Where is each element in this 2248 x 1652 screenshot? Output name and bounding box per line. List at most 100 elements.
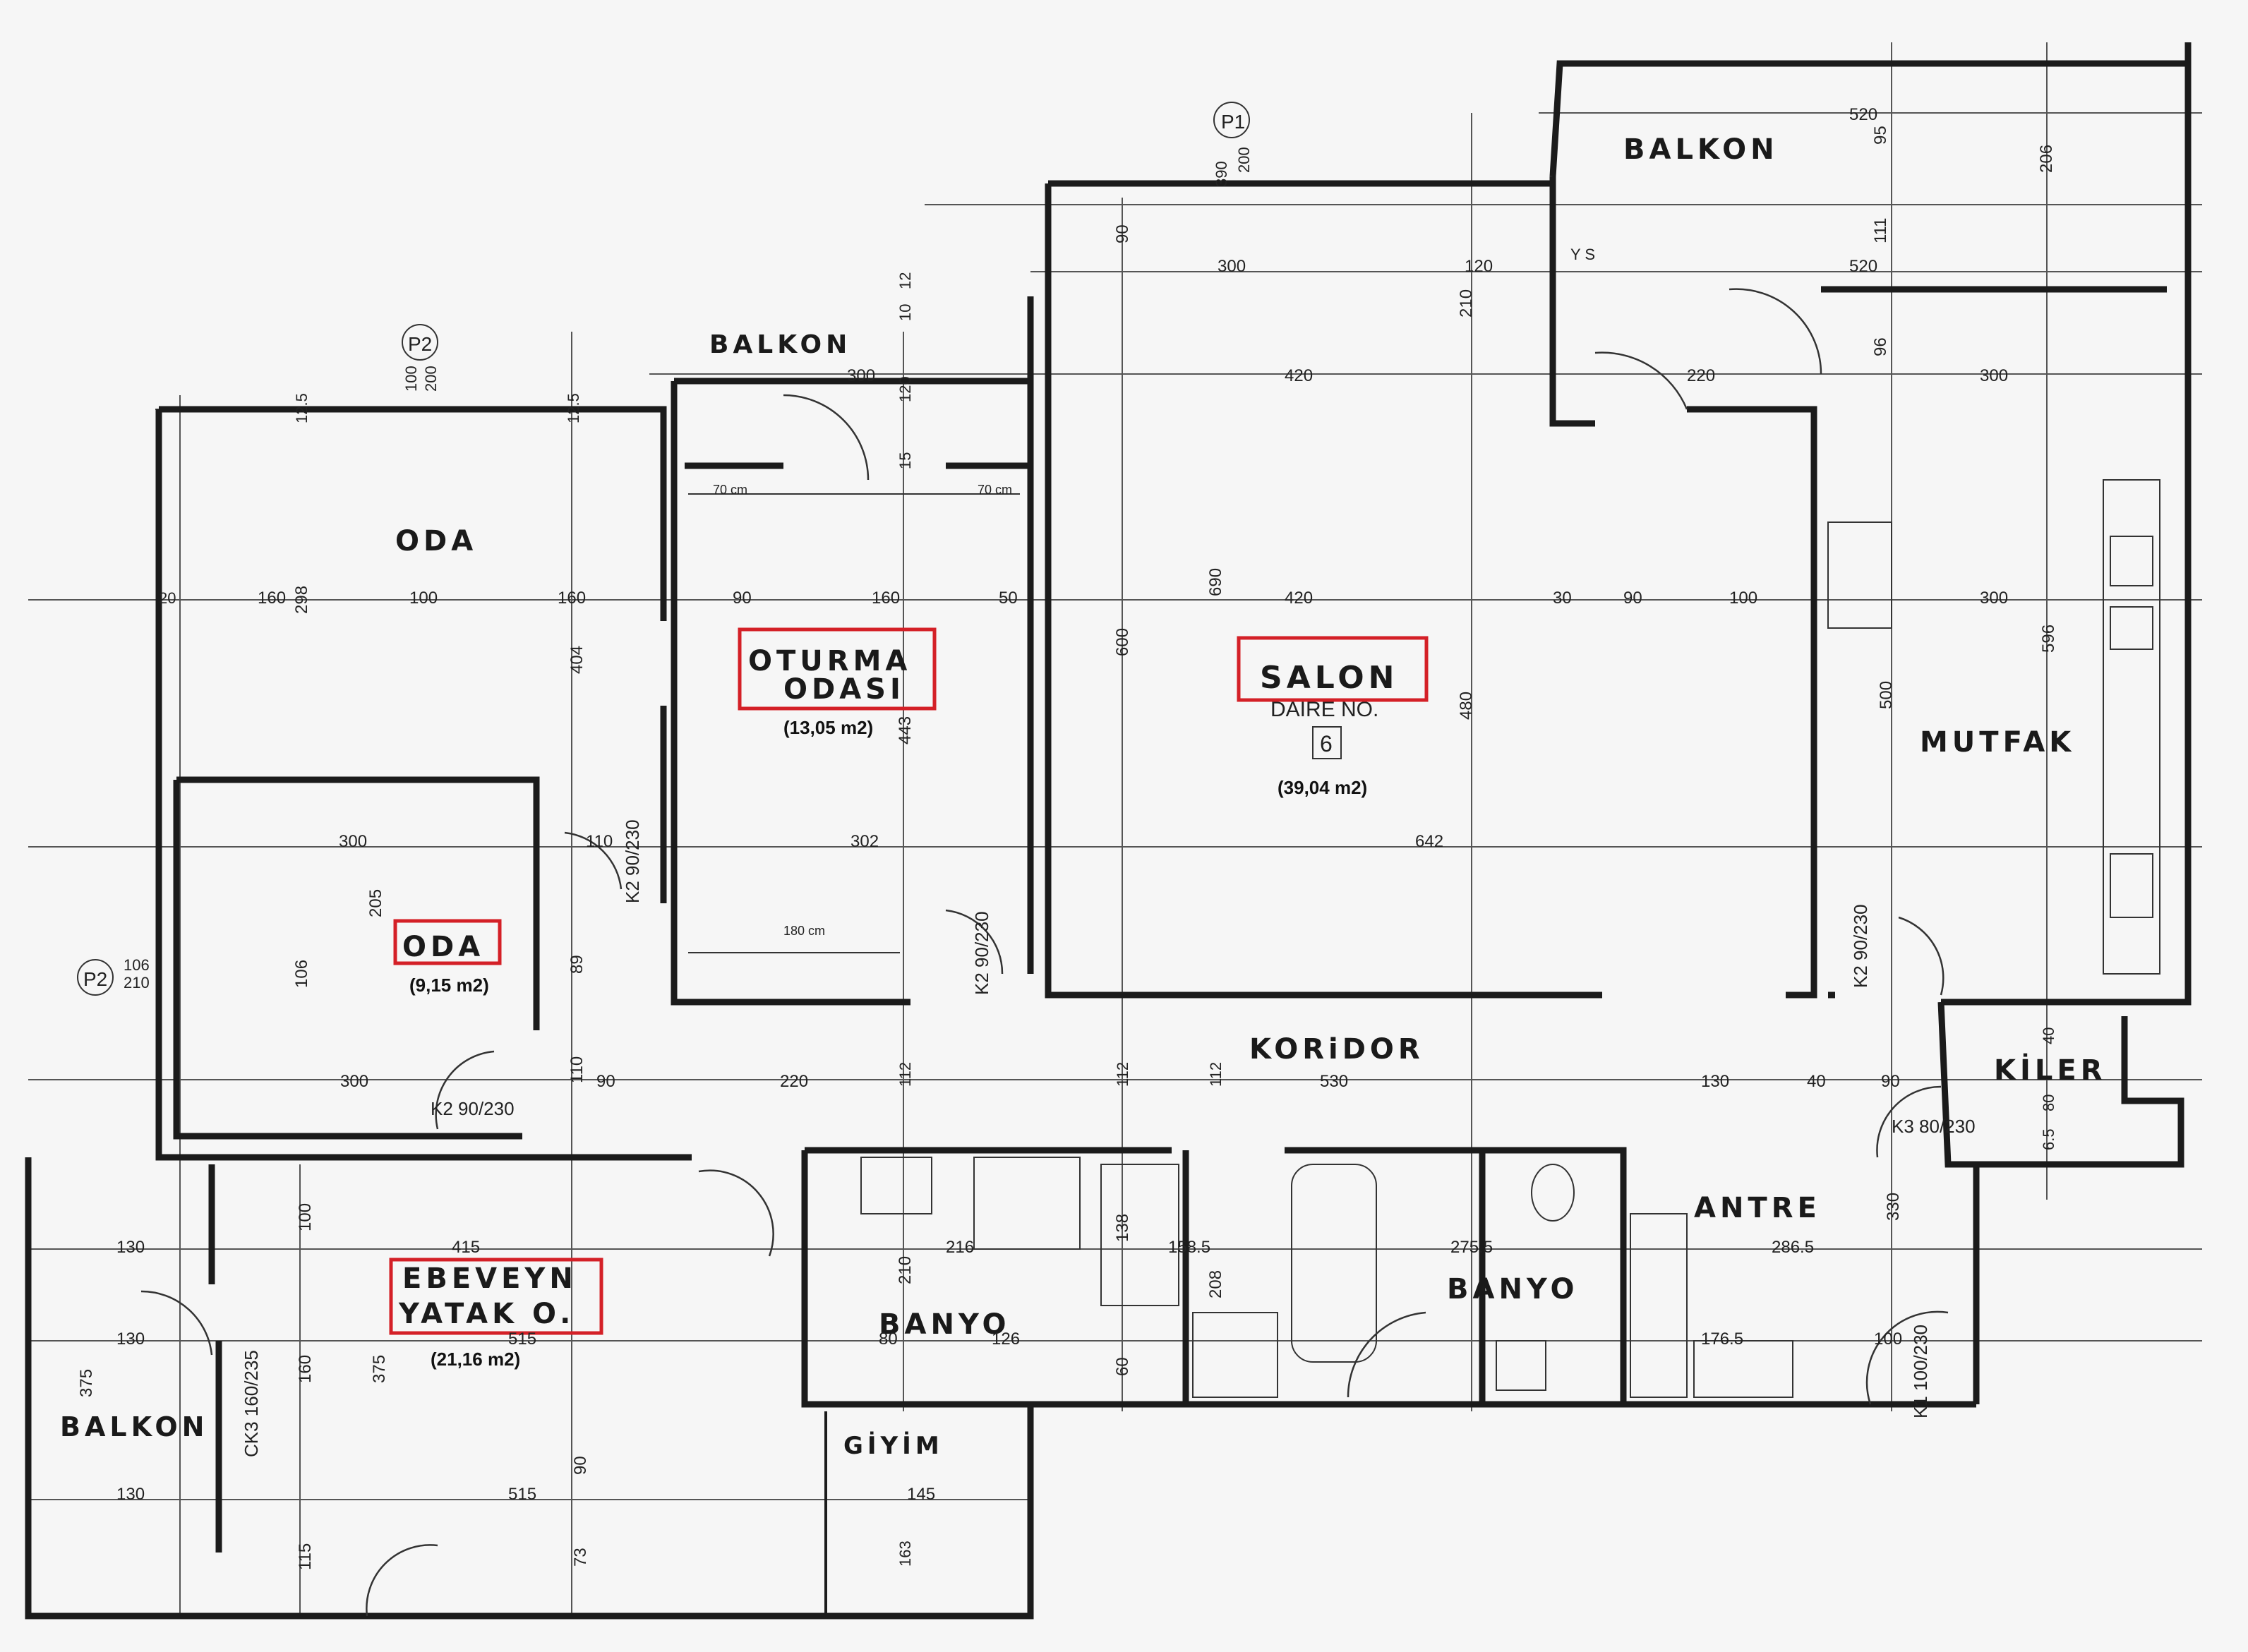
dimension-label: 15 <box>896 452 914 469</box>
dimension-label: 208 <box>1206 1270 1225 1298</box>
room-ebeveyn-2: YATAK O. <box>398 1298 575 1330</box>
grid-lines <box>28 42 2202 1616</box>
dimension-label: 106 <box>292 960 311 988</box>
dimension-label: 375 <box>77 1369 96 1397</box>
room-oda-top: ODA <box>395 525 477 557</box>
room-salon: SALON <box>1260 660 1398 696</box>
dimension-label: 300 <box>847 366 875 385</box>
dimension-label: 12 <box>896 272 914 289</box>
dimension-label: 40 <box>2040 1027 2057 1044</box>
dimension-label: 120 <box>1465 257 1493 276</box>
dimension-label: 530 <box>1320 1072 1348 1091</box>
marker-p2-top: P2 <box>408 333 432 355</box>
dimension-label: 90 <box>596 1072 615 1091</box>
dimension-label: 106 <box>124 956 150 974</box>
dimension-label: 220 <box>1687 366 1715 385</box>
dimension-label: 40 <box>1807 1072 1826 1091</box>
dimension-label: 160 <box>296 1355 315 1383</box>
dimension-label: 100 <box>409 589 438 608</box>
dimension-label: 300 <box>1218 257 1246 276</box>
dimension-label: 112 <box>896 1062 914 1087</box>
highlight-oturma <box>738 627 937 711</box>
dimension-label: 515 <box>508 1485 536 1504</box>
dimension-label: 95 <box>1871 126 1890 145</box>
dimension-label: 96 <box>1871 337 1890 356</box>
dimension-label: 160 <box>872 589 900 608</box>
furniture-notes: 70 cm 70 cm 180 cm <box>713 483 1012 938</box>
dimension-label: 90 <box>1881 1072 1900 1091</box>
dimension-label: 111 <box>1871 218 1890 243</box>
dimension-label: 205 <box>366 889 385 917</box>
dimension-label: 163 <box>896 1541 914 1567</box>
dimension-label: 420 <box>1285 366 1313 385</box>
dimension-label: 73 <box>571 1548 590 1567</box>
room-koridor: KORiDOR <box>1249 1033 1424 1066</box>
dimension-label: 110 <box>567 1056 587 1083</box>
dimension-label: 130 <box>116 1330 145 1349</box>
dimension-label: 500 <box>1877 681 1896 709</box>
dimension-label: 216 <box>946 1238 974 1257</box>
marker-p2-left: P2 <box>83 968 107 990</box>
dimension-label: 302 <box>850 832 879 851</box>
dimension-label: 50 <box>999 589 1018 608</box>
dimension-label: 642 <box>1415 832 1443 851</box>
salon-area: (39,04 m2) <box>1278 777 1367 798</box>
door-k2-bottom: K2 90/230 <box>431 1098 515 1119</box>
oturma-area: (13,05 m2) <box>783 717 873 738</box>
note-180cm: 180 cm <box>783 924 825 938</box>
dimension-label: 210 <box>1457 289 1476 318</box>
dimension-label: 120 <box>896 376 914 402</box>
dimension-label: 12.5 <box>565 393 582 423</box>
room-oturma-2: ODASI <box>783 673 905 706</box>
dimension-label: 404 <box>567 646 587 674</box>
dimension-label: 130 <box>116 1485 145 1504</box>
dimension-label: 130 <box>116 1238 145 1257</box>
dimension-label: 80 <box>879 1330 898 1349</box>
dimension-label: 160 <box>558 589 586 608</box>
marker-p1: P1 <box>1221 111 1245 133</box>
dimension-label: 600 <box>1113 628 1132 656</box>
room-mutfak: MUTFAK <box>1920 726 2075 759</box>
dimension-label: 89 <box>567 955 587 974</box>
dimension-label: 298 <box>292 586 311 614</box>
dimension-label: 300 <box>1980 589 2008 608</box>
room-balkon-top: BALKON <box>1623 133 1779 166</box>
room-oturma-1: OTURMA <box>748 645 911 677</box>
dimension-label: 80 <box>2040 1095 2057 1111</box>
dimension-label: 115 <box>296 1543 315 1570</box>
dimension-label: 90 <box>571 1456 590 1475</box>
dimension-label: 160 <box>258 589 286 608</box>
dimension-label: 390 <box>1213 161 1230 187</box>
dimension-label: 126 <box>992 1330 1020 1349</box>
highlight-salon <box>1237 636 1429 702</box>
highlight-boxes <box>389 627 1429 1335</box>
dimension-label: 6.5 <box>2040 1128 2057 1150</box>
room-antre: ANTRE <box>1694 1192 1821 1224</box>
room-balkon-upper: BALKON <box>709 330 851 359</box>
dimension-label: 220 <box>780 1072 808 1091</box>
dimension-label: 286.5 <box>1772 1238 1814 1257</box>
dimension-label: 100 <box>402 366 420 392</box>
section-markers: P1 P2 P2 Y S DAIRE NO. 6 <box>77 102 1595 996</box>
room-ebeveyn-1: EBEVEYN <box>402 1262 577 1295</box>
highlight-ebeveyn <box>389 1258 603 1335</box>
marker-ys: Y S <box>1570 246 1595 263</box>
door-k2-oda: K2 90/230 <box>622 819 643 903</box>
room-labels: BALKON BALKON ODA OTURMA ODASI (13,05 m2… <box>60 133 2103 1460</box>
room-giyim: GİYİM <box>843 1431 944 1460</box>
daire-number: 6 <box>1320 731 1333 756</box>
room-balkon-left: BALKON <box>60 1411 208 1442</box>
dimension-label: 206 <box>2037 145 2056 173</box>
dimension-label: 100 <box>1874 1330 1902 1349</box>
dimension-label: 110 <box>586 832 613 851</box>
dimension-label: 100 <box>296 1203 315 1231</box>
dimension-label: 12.5 <box>293 393 311 423</box>
dimension-label: 210 <box>124 974 150 991</box>
room-banyo-1: BANYO <box>879 1308 1010 1341</box>
dimension-label: 690 <box>1206 568 1225 596</box>
door-k1: K1 100/230 <box>1910 1325 1931 1418</box>
dimension-label: 60 <box>1113 1357 1132 1376</box>
note-70cm-b: 70 cm <box>978 483 1012 497</box>
dimension-label: 90 <box>1623 589 1642 608</box>
